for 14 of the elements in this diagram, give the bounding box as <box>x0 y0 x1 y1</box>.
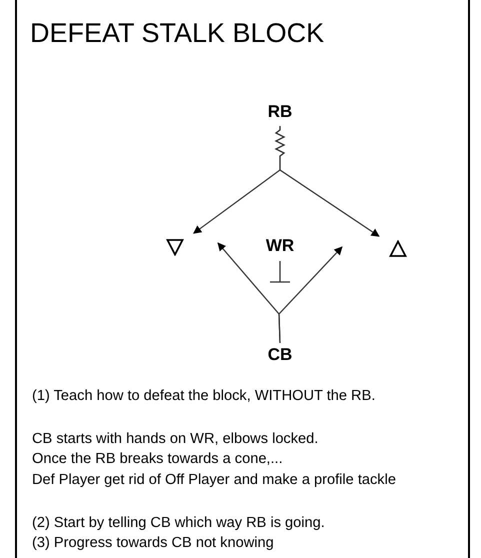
player-label: CB <box>262 345 298 367</box>
note-text: (3) Progress towards CB not knowing <box>32 535 274 551</box>
title: DEFEAT STALK BLOCK <box>30 18 324 49</box>
note-text: CB starts with hands on WR, elbows locked. <box>32 431 318 447</box>
note-text: (1) Teach how to defeat the block, WITHOUT the RB. <box>32 388 376 404</box>
cone-marker <box>389 240 407 258</box>
note-text: (2) Start by telling CB which way RB is going. <box>32 515 325 531</box>
route-arrow <box>278 246 343 344</box>
route-arrow <box>274 126 380 237</box>
note-text: Def Player get rid of Off Player and make a profile tackle <box>32 472 396 488</box>
cone-marker <box>166 238 184 256</box>
note-text: Once the RB breaks towards a cone,... <box>32 451 283 467</box>
player-label: WR <box>260 236 300 258</box>
player-label: RB <box>262 102 298 124</box>
